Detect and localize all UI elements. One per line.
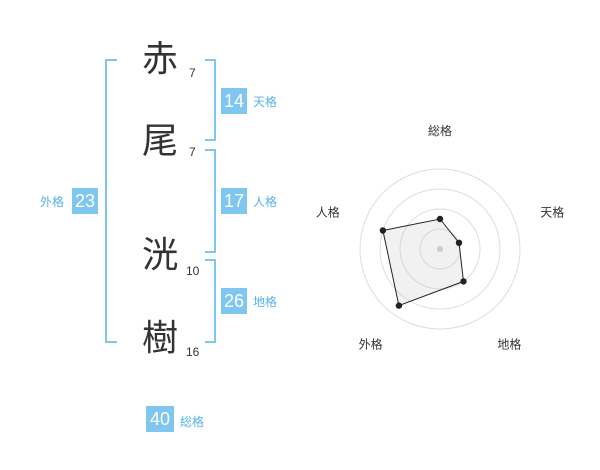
soukaku-label: 総格: [180, 415, 205, 429]
chikaku-label: 地格: [253, 295, 278, 309]
tenkaku-badge: 14: [221, 88, 247, 114]
stroke-count-2: 7: [189, 145, 196, 159]
name-char-3: 洸: [142, 235, 179, 276]
radar-point-2: [455, 239, 463, 246]
soukaku-badge: 40: [146, 406, 174, 432]
radar-center-dot: [437, 246, 443, 252]
tenkaku-label: 天格: [253, 95, 278, 109]
chikaku-badge: 26: [221, 288, 247, 314]
radar-ring: [399, 208, 481, 290]
chikaku-bracket: [205, 259, 216, 343]
gaikaku-badge: 23: [72, 188, 98, 214]
name-char-4: 樹: [142, 318, 179, 359]
stroke-count-1: 7: [189, 66, 196, 80]
radar-ring: [379, 188, 501, 310]
radar-polygon: [382, 218, 465, 307]
name-char-2: 尾: [142, 121, 179, 162]
radar-axis-label: 地格: [497, 337, 521, 352]
jinkaku-label: 人格: [253, 195, 278, 209]
radar-ring: [359, 168, 521, 330]
radar-point-3: [460, 278, 467, 285]
jinkaku-bracket: [205, 149, 216, 253]
jinkaku-badge: 17: [221, 188, 247, 214]
radar-point-1: [436, 215, 444, 223]
stroke-count-4: 16: [186, 345, 200, 359]
stroke-count-3: 10: [186, 264, 200, 278]
radar-point-5: [379, 227, 387, 234]
radar-point-4: [395, 302, 403, 309]
tenkaku-bracket: [205, 59, 216, 141]
gaikaku-label: 外格: [40, 195, 65, 209]
radar-axis-label: 総格: [428, 123, 452, 138]
name-char-1: 赤: [142, 39, 179, 80]
gaikaku-bracket: [105, 59, 117, 343]
radar-axis-label: 天格: [540, 205, 564, 220]
radar-axis-label: 人格: [316, 205, 340, 220]
radar-axis-label: 外格: [359, 337, 383, 352]
